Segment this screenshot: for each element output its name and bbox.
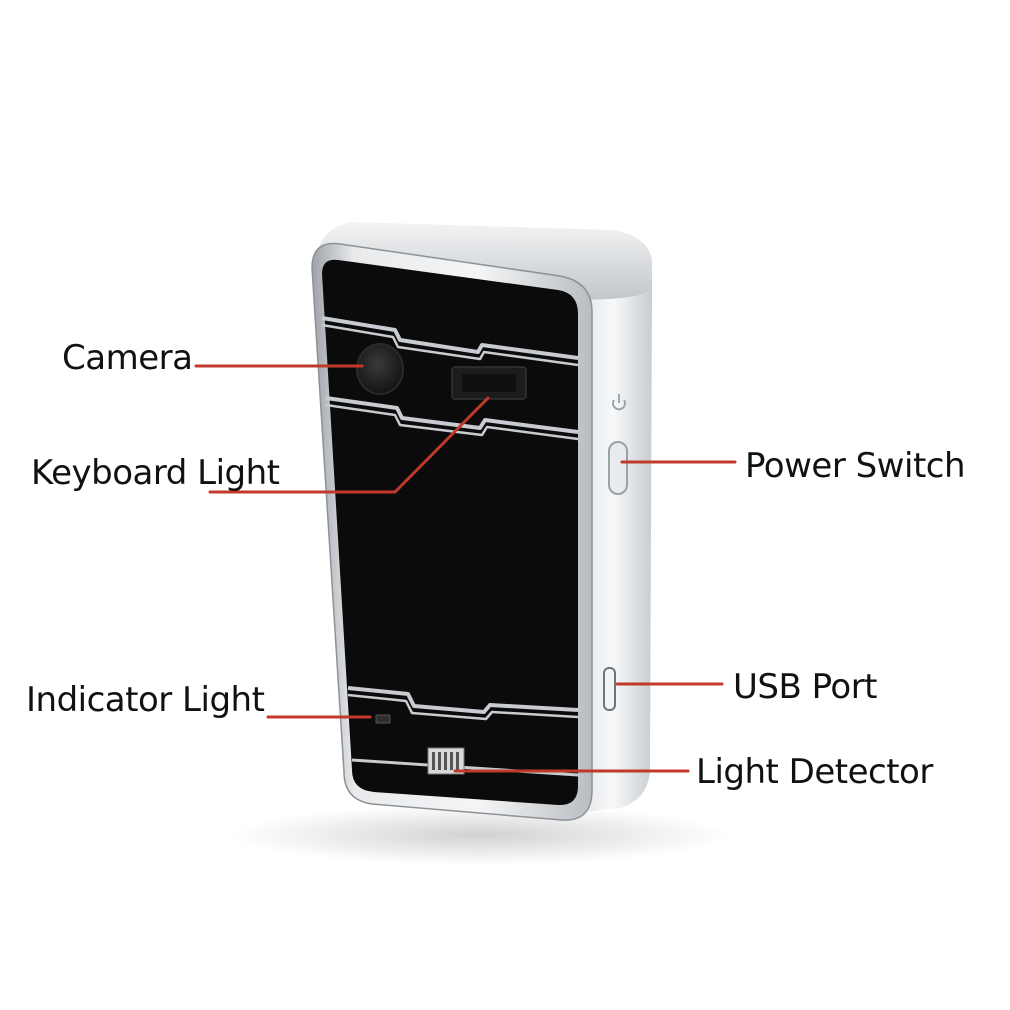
indicator-light-label: Indicator Light	[26, 680, 265, 720]
device-right-side	[575, 290, 652, 812]
power-switch-label: Power Switch	[745, 446, 966, 486]
ground-shadow	[230, 805, 730, 865]
usb-port	[603, 667, 616, 711]
keyboard-light-label: Keyboard Light	[31, 453, 280, 493]
device-face-panel	[322, 259, 578, 806]
camera-label: Camera	[62, 338, 193, 378]
callout-leader-lines	[194, 364, 737, 773]
power-icon	[612, 394, 626, 411]
camera-lens	[356, 343, 404, 395]
keyboard-light-leader-line	[208, 396, 490, 494]
usb-port-label: USB Port	[733, 667, 878, 707]
light-detector-label: Light Detector	[696, 752, 933, 792]
power-switch	[608, 441, 628, 495]
indicator-light	[375, 714, 391, 724]
